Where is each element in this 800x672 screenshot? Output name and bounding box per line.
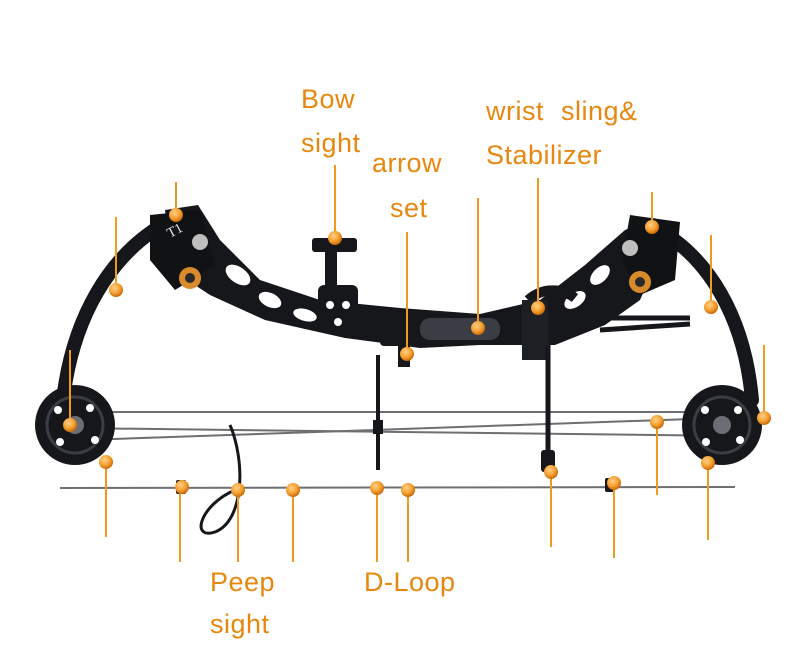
label-d-loop: D-Loop (364, 567, 456, 597)
riser-cutouts (225, 264, 610, 322)
label-bow-sight-line1: Bow (301, 84, 356, 114)
callout-dot (544, 465, 558, 479)
label-peep-sight-line1: Peep (210, 567, 276, 597)
callout-dot (757, 411, 771, 425)
callout-dot (471, 321, 485, 335)
callout-dot (400, 347, 414, 361)
callout-dot (650, 415, 664, 429)
right-cam (682, 385, 762, 465)
bow-brand-mark: T1 (165, 221, 186, 242)
bow-sight (312, 238, 358, 333)
label-wrist: wrist (486, 96, 544, 126)
callout-dot (169, 208, 183, 222)
callout-dot (99, 455, 113, 469)
label-peep-sight-line2: sight (210, 609, 270, 639)
label-sling: sling& (561, 96, 638, 126)
riser-grip (420, 318, 500, 340)
callout-dots (63, 208, 771, 497)
limb-pocket-right (622, 215, 680, 295)
bow-strings (59, 411, 736, 489)
label-stabilizer: Stabilizer (486, 140, 603, 170)
callout-dot (63, 418, 77, 432)
callout-dot (328, 231, 342, 245)
callout-dot (701, 456, 715, 470)
bow-string (59, 486, 736, 489)
stabilizer-sling (522, 285, 691, 472)
callout-dot (607, 476, 621, 490)
callout-dot (704, 300, 718, 314)
callout-dot (231, 483, 245, 497)
label-arrow-set-line1: arrow (372, 148, 443, 178)
callout-dot (286, 483, 300, 497)
callout-dot (370, 481, 384, 495)
label-arrow-set-line2: set (390, 193, 428, 223)
cable-cross-a (69, 427, 736, 437)
callout-dot (531, 301, 545, 315)
peep-sight-tube (199, 424, 242, 535)
cable-cross-b (84, 417, 721, 441)
callout-dot (109, 283, 123, 297)
limb-pocket-left (150, 210, 215, 290)
callout-dot (175, 480, 189, 494)
callout-dot (401, 483, 415, 497)
callout-dot (645, 220, 659, 234)
callout-lines (69, 165, 765, 562)
label-bow-sight-line2: sight (301, 128, 361, 158)
